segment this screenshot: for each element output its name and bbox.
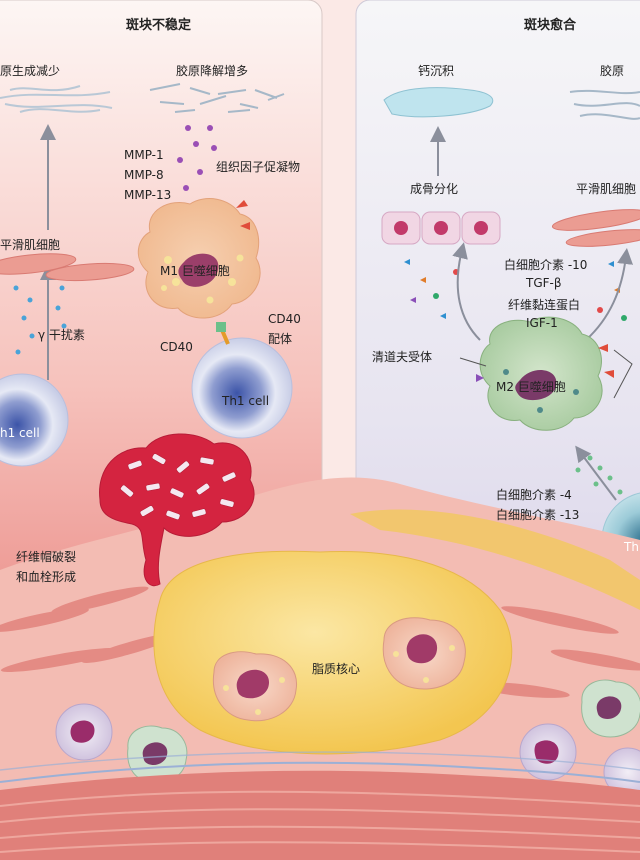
label-lipid-core: 脂质核心 (312, 662, 361, 676)
label-tissue-factor: 组织因子促凝物 (216, 160, 301, 174)
label-th1-cell-left: h1 cell (0, 426, 40, 440)
label-m1-macrophage: M1 巨噬细胞 (160, 264, 230, 278)
label-fibronectin: 纤维黏连蛋白 (508, 298, 581, 312)
label-il10: 白细胞介素 -10 (504, 258, 588, 272)
osteoblast-cells (381, 211, 501, 245)
label-collagen-degradation: 胶原降解增多 (176, 64, 249, 78)
label-il4: 白细胞介素 -4 (496, 488, 572, 502)
label-rupture-1: 纤维帽破裂 (16, 550, 77, 564)
label-rupture-2: 和血栓形成 (16, 570, 77, 584)
m1-macrophage (137, 198, 261, 319)
label-cd40-ligand-2: 配体 (268, 332, 293, 346)
label-mmp-1: MMP-1 (124, 148, 164, 162)
arrow-curve-right (585, 248, 634, 341)
label-th1-cell-mid: Th1 cell (222, 394, 270, 408)
smooth-muscle-cells-left (0, 253, 135, 282)
label-scavenger: 清道夫受体 (372, 350, 433, 364)
label-m2-macrophage: M2 巨噬细胞 (496, 380, 566, 394)
label-cd40: CD40 (160, 340, 193, 354)
arrow-curve-left (452, 242, 481, 341)
th1-cell-left (0, 373, 69, 467)
label-mmp-13: MMP-13 (124, 188, 172, 202)
right-panel-title: 斑块愈合 (524, 18, 577, 33)
fibrous-cap-yellow (350, 509, 640, 610)
mmp-dots (177, 125, 217, 191)
leukocyte-3 (519, 723, 577, 781)
left-panel-title: 斑块不稳定 (126, 18, 192, 33)
collagen-fragments (149, 83, 285, 113)
label-osteogenic: 成骨分化 (410, 182, 459, 196)
label-smooth-muscle-left: 平滑肌细胞 (0, 238, 61, 252)
leukocyte-1 (55, 703, 113, 761)
media-stripes (0, 790, 640, 853)
scavenger-pointer (459, 357, 487, 367)
thrombus (99, 433, 255, 587)
il-dots (575, 455, 623, 495)
interferon-dots (13, 285, 67, 355)
label-tgf: TGF-β (526, 276, 562, 290)
foam-cell-1 (212, 651, 298, 722)
label-il13: 白细胞介素 -13 (496, 508, 580, 522)
cd40-receptor (216, 322, 226, 332)
th1-cell-mid (191, 337, 293, 439)
smooth-muscle-cells-right (551, 209, 640, 247)
m2-macrophage (476, 316, 614, 431)
label-igf: IGF-1 (526, 316, 558, 330)
label-collagen-decrease: 原生成减少 (0, 64, 61, 78)
intima-line (0, 751, 640, 771)
m2-bracket (613, 349, 633, 399)
smooth-muscle-layer (0, 586, 640, 698)
arrow-diag-right (575, 445, 617, 501)
label-collagen-right: 胶原 (600, 64, 625, 78)
collagen-fibers-right (569, 89, 640, 120)
label-cd40-ligand-1: CD40 (268, 312, 301, 326)
label-interferon: γ 干扰素 (38, 328, 85, 342)
cd40-link (220, 329, 230, 345)
label-th-cell-right: Th (624, 540, 639, 554)
leukocyte-4 (581, 679, 640, 738)
label-smooth-muscle-right: 平滑肌细胞 (576, 182, 637, 196)
label-calcification: 钙沉积 (418, 64, 455, 78)
platelets (120, 453, 237, 520)
calcification-deposit (383, 87, 494, 118)
label-mmp-8: MMP-8 (124, 168, 164, 182)
foam-cell-2 (382, 617, 466, 690)
internal-elastic-lamina (0, 761, 640, 783)
collagen-fibers-left (0, 85, 113, 113)
